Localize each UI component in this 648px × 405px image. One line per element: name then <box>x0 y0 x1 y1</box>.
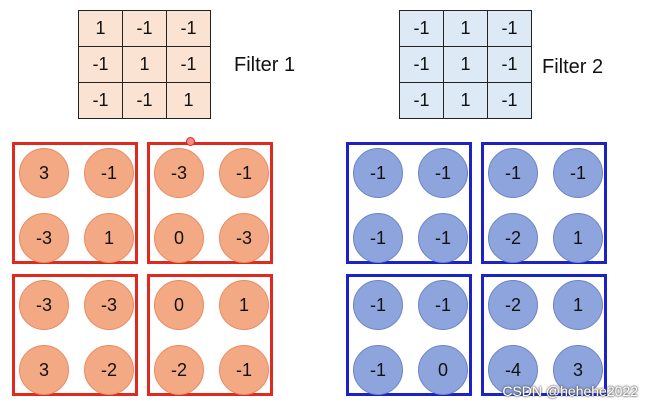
maps1-neuron-value: 0 <box>154 280 204 330</box>
maps1-neuron-value: -1 <box>219 345 269 395</box>
maps2-neuron-value: 0 <box>418 345 468 395</box>
maps2-pool-box: -1 -1 -1 0 <box>346 274 472 396</box>
maps2-neuron-value: -4 <box>488 345 538 395</box>
maps2-neuron-value: 1 <box>553 280 603 330</box>
maps2-pool-box: -2 1 -4 3 <box>481 274 607 396</box>
maps1-neuron-value: -3 <box>154 148 204 198</box>
maps2-neuron-value: -1 <box>353 345 403 395</box>
filter1-cell: 1 <box>123 47 167 83</box>
filter1-cell: -1 <box>79 47 123 83</box>
maps2-neuron-value: -1 <box>488 148 538 198</box>
maps2-neuron-value: 1 <box>553 213 603 263</box>
maps2-neuron-value: -1 <box>353 280 403 330</box>
filter1-cell: -1 <box>167 11 211 47</box>
maps2-neuron-value: 3 <box>553 345 603 395</box>
maps2-neuron-value: -1 <box>353 213 403 263</box>
filter-2-label: Filter 2 <box>542 56 604 78</box>
filter1-cell: -1 <box>123 11 167 47</box>
maps2-pool-box: -1 -1 -1 -1 <box>346 142 472 264</box>
filter2-cell: 1 <box>444 83 488 119</box>
filter2-cell: 1 <box>444 47 488 83</box>
maps1-neuron-value: -1 <box>84 148 134 198</box>
filter2-cell: -1 <box>488 11 532 47</box>
filter2-cell: 1 <box>444 11 488 47</box>
maps1-neuron-value: 3 <box>19 345 69 395</box>
maps1-pool-box: 3 -1 -3 1 <box>12 142 138 264</box>
maps1-neuron-value: 1 <box>84 213 134 263</box>
maps1-neuron-value: 1 <box>219 280 269 330</box>
maps1-neuron-value: -2 <box>154 345 204 395</box>
filter2-cell: -1 <box>488 47 532 83</box>
maps2-neuron-value: -1 <box>353 148 403 198</box>
filter2-cell: -1 <box>488 83 532 119</box>
maps1-neuron-value: -1 <box>219 148 269 198</box>
maps2-neuron-value: -2 <box>488 213 538 263</box>
maps2-neuron-value: -1 <box>418 148 468 198</box>
filter2-cell: -1 <box>400 47 444 83</box>
filter1-cell: 1 <box>79 11 123 47</box>
maps1-neuron-value: -3 <box>219 213 269 263</box>
maps1-neuron-value: -2 <box>84 345 134 395</box>
filter1-cell: -1 <box>123 83 167 119</box>
maps2-neuron-value: -2 <box>488 280 538 330</box>
cursor-dot <box>186 137 195 146</box>
maps1-neuron-value: -3 <box>19 213 69 263</box>
watermark: CSDN @hehehe2022 <box>502 383 638 399</box>
filter1-cell: -1 <box>79 83 123 119</box>
maps2-pool-box: -1 -1 -2 1 <box>481 142 607 264</box>
maps2-neuron-value: -1 <box>418 213 468 263</box>
filter2-cell: -1 <box>400 11 444 47</box>
maps1-pool-box: -3 -1 0 -3 <box>147 142 273 264</box>
maps2-neuron-value: -1 <box>553 148 603 198</box>
maps2-neuron-value: -1 <box>418 280 468 330</box>
filter-1-label: Filter 1 <box>234 54 296 76</box>
maps1-neuron-value: -3 <box>84 280 134 330</box>
filter1-cell: 1 <box>167 83 211 119</box>
filter2-cell: -1 <box>400 83 444 119</box>
filter1-cell: -1 <box>167 47 211 83</box>
maps1-pool-box: -3 -3 3 -2 <box>12 274 138 396</box>
maps1-neuron-value: 3 <box>19 148 69 198</box>
maps1-neuron-value: 0 <box>154 213 204 263</box>
maps1-neuron-value: -3 <box>19 280 69 330</box>
